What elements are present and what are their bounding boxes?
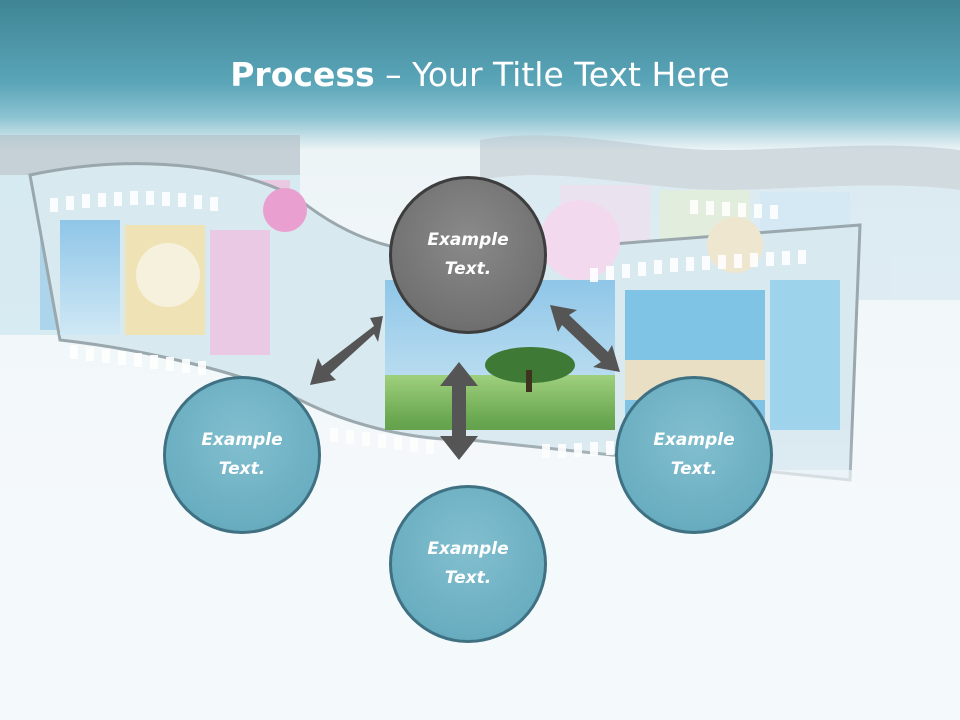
left-node: Example Text. bbox=[163, 376, 321, 534]
center-node: Example Text. bbox=[389, 176, 547, 334]
title-bold: Process bbox=[230, 55, 375, 94]
bottom-node: Example Text. bbox=[389, 485, 547, 643]
arrow-vertical bbox=[440, 362, 478, 460]
arrow-left-diagonal bbox=[310, 316, 383, 385]
center-node-label: Example Text. bbox=[427, 230, 509, 279]
title-banner bbox=[0, 0, 960, 150]
slide-title: Process – Your Title Text Here bbox=[0, 50, 960, 100]
arrow-right-diagonal bbox=[550, 305, 620, 372]
right-node: Example Text. bbox=[615, 376, 773, 534]
title-rest: – Your Title Text Here bbox=[374, 55, 730, 94]
right-node-label: Example Text. bbox=[653, 430, 735, 479]
bottom-node-label: Example Text. bbox=[427, 539, 509, 588]
left-node-label: Example Text. bbox=[201, 430, 283, 479]
